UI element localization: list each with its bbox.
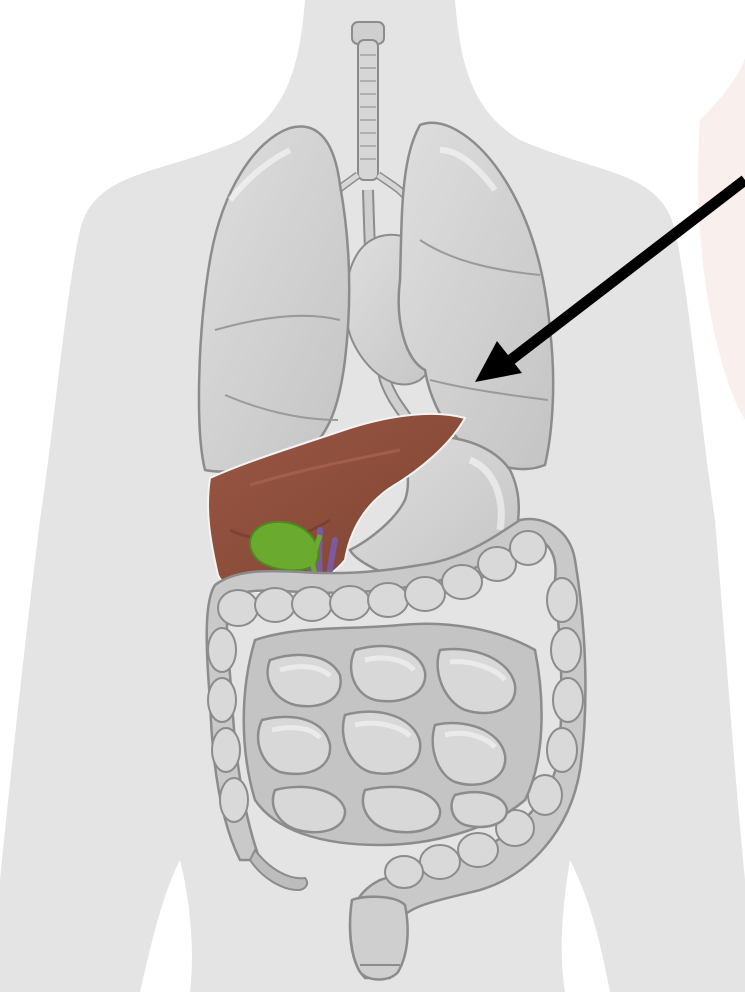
rectum — [350, 897, 408, 980]
watermark-shape-right — [698, 40, 745, 420]
small-intestine — [244, 624, 542, 845]
